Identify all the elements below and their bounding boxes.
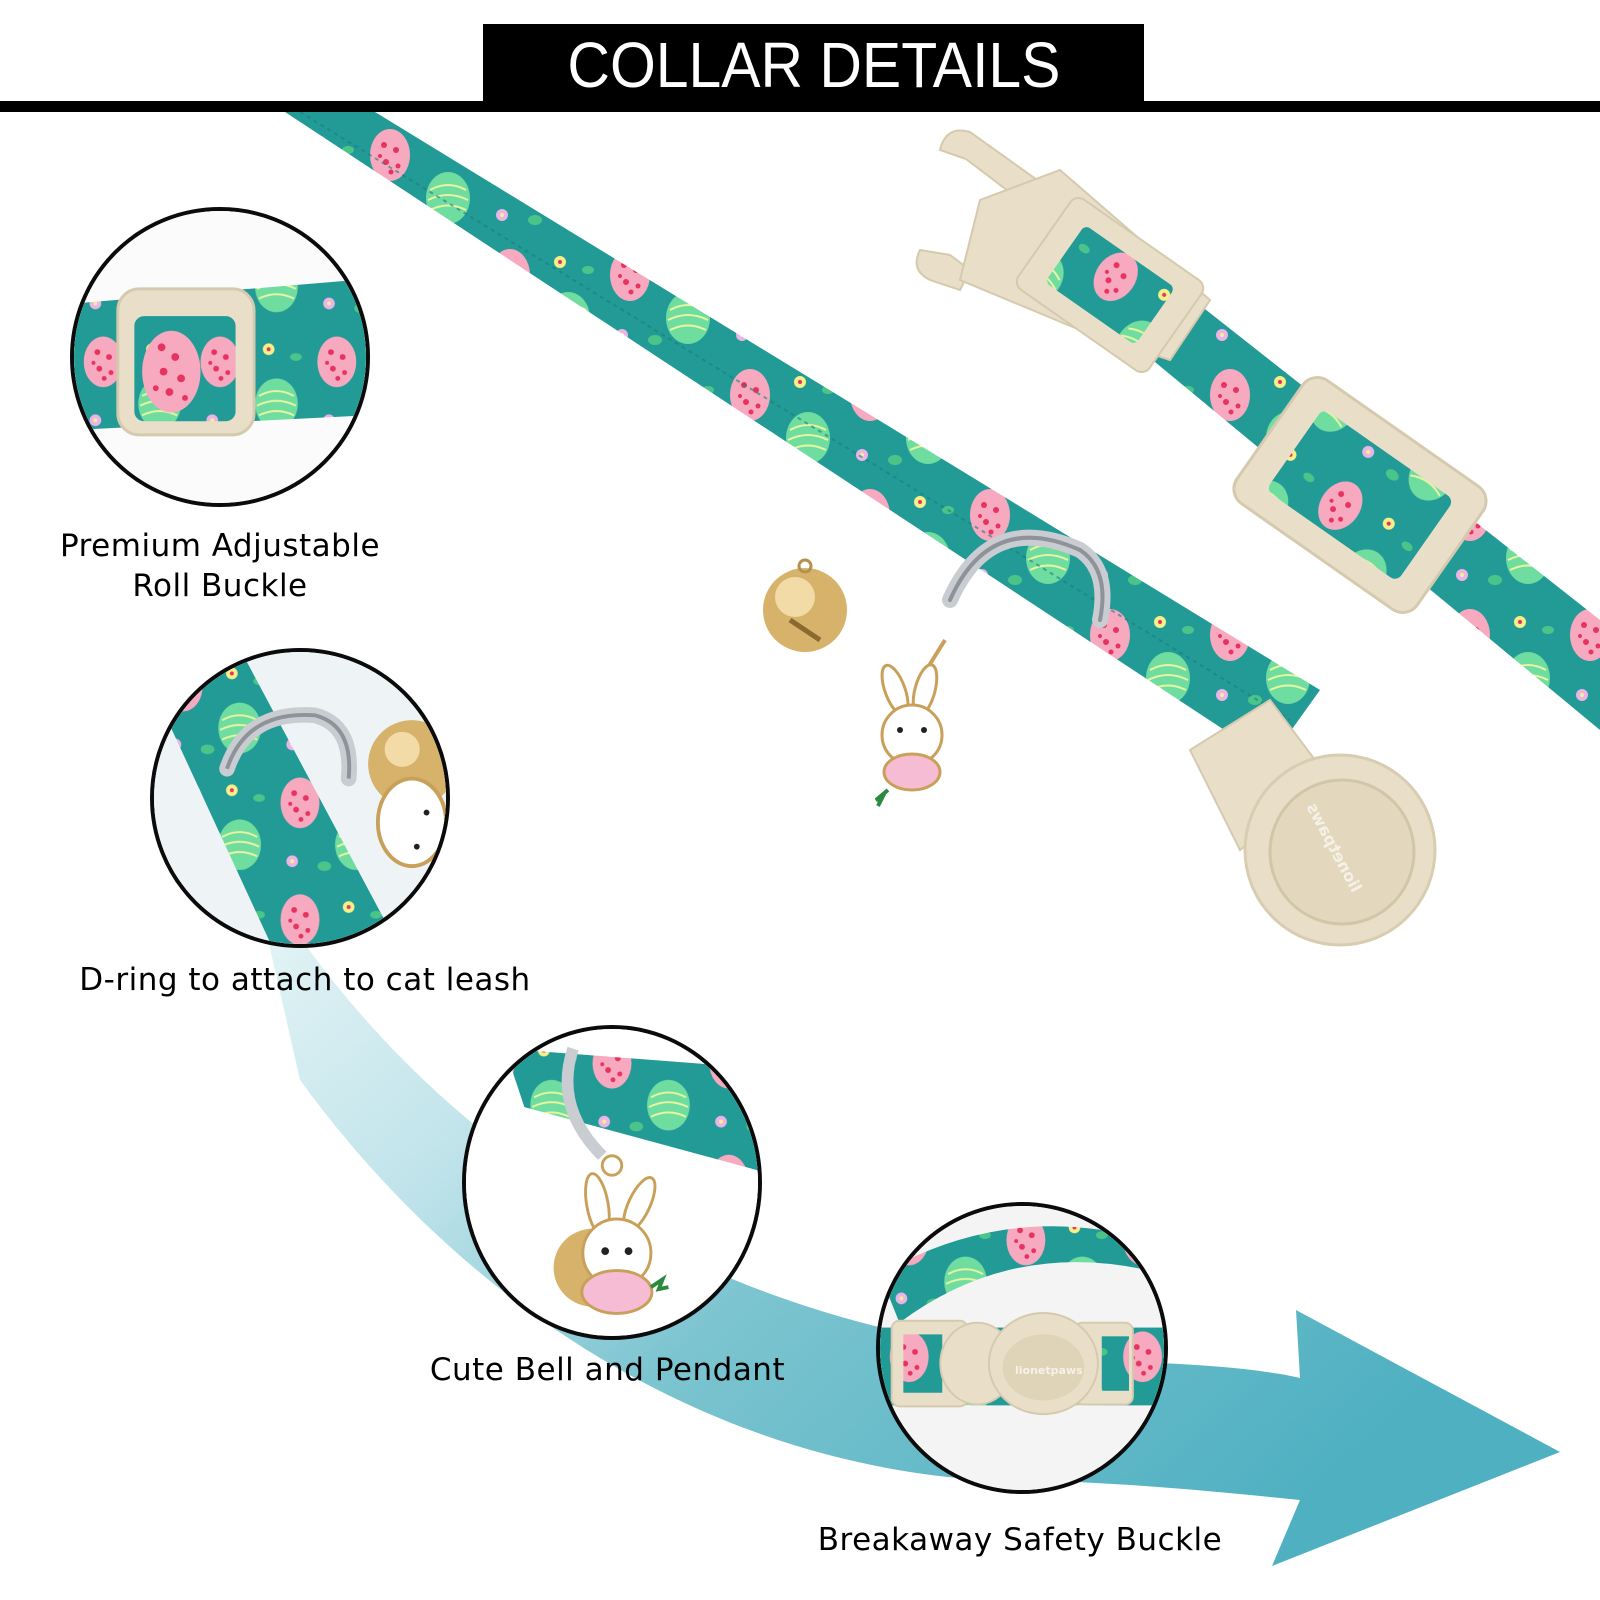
- detail-bell-pendant-image: [462, 1025, 762, 1340]
- detail-breakaway-buckle-image: lionetpaws: [876, 1202, 1168, 1494]
- d-ring: [942, 529, 1111, 628]
- collar-strap-left: [285, 111, 1320, 760]
- caption-roll-buckle-line1: Premium Adjustable: [59, 528, 381, 564]
- breakaway-buckle-main: [1188, 698, 1437, 947]
- caption-roll-buckle: Premium Adjustable Roll Buckle: [20, 526, 420, 606]
- caption-d-ring: D-ring to attach to cat leash: [79, 962, 531, 998]
- brand-logo: lionetpaws: [1015, 1364, 1083, 1377]
- title-banner: COLLAR DETAILS: [483, 24, 1144, 102]
- bell-charm: [763, 558, 847, 652]
- detail-d-ring-image: [150, 648, 450, 948]
- detail-roll-buckle-image: [70, 207, 370, 507]
- caption-roll-buckle-line2: Roll Buckle: [132, 568, 308, 604]
- bunny-pendant: [874, 638, 947, 807]
- clip-buckle: [915, 129, 1212, 374]
- caption-breakaway-buckle: Breakaway Safety Buckle: [817, 1522, 1223, 1558]
- page-title: COLLAR DETAILS: [566, 29, 1061, 101]
- slide-buckle: [1232, 376, 1488, 614]
- caption-bell-pendant: Cute Bell and Pendant: [429, 1352, 786, 1388]
- title-rule: [0, 101, 1600, 112]
